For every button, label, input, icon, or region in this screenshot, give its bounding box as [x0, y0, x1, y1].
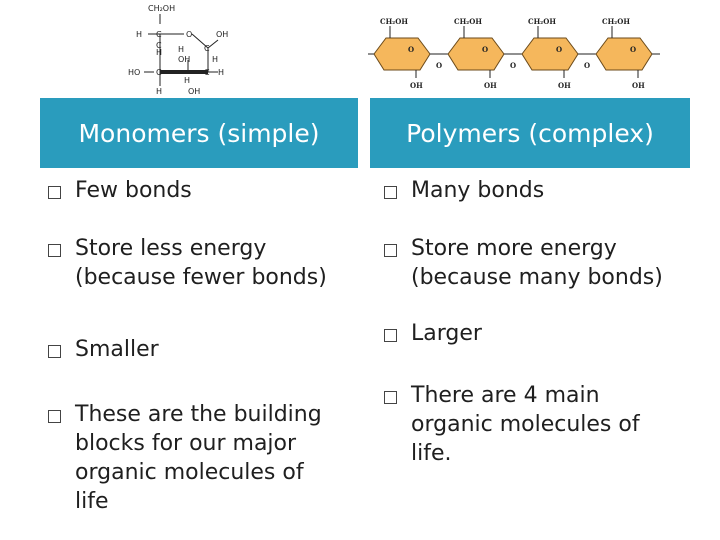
ring-top-label: CH₂OH	[454, 17, 482, 26]
checkbox-bullet-icon	[48, 244, 61, 257]
checkbox-bullet-icon	[48, 345, 61, 358]
monomers-header-text: Monomers (simple)	[78, 118, 320, 148]
glucose-label: O	[186, 30, 192, 39]
ring-top-label: CH₂OH	[528, 17, 556, 26]
list-item: Store less energy (because fewer bonds)	[48, 234, 348, 292]
sugar-ring	[521, 37, 579, 71]
ring-bottom-label: OH	[410, 81, 423, 90]
glucose-label: H	[136, 30, 142, 39]
glucose-label: C	[156, 41, 162, 50]
ring-top-label: CH₂OH	[380, 17, 408, 26]
polymers-header: Polymers (complex)	[370, 98, 690, 168]
list-item: Store more energy (because many bonds)	[384, 234, 684, 292]
list-item: Few bonds	[48, 176, 192, 205]
glucose-label: HO	[128, 68, 140, 77]
checkbox-bullet-icon	[384, 391, 397, 404]
glucose-label: C	[156, 68, 162, 77]
list-item: There are 4 main organic molecules of li…	[384, 381, 674, 468]
checkbox-bullet-icon	[384, 244, 397, 257]
glucose-label: H	[184, 76, 190, 85]
sugar-ring	[373, 37, 431, 71]
glucose-label: C	[204, 68, 210, 77]
list-item: Larger	[384, 319, 482, 348]
list-item: These are the building blocks for our ma…	[48, 400, 340, 516]
glucose-label: CH₂OH	[148, 4, 175, 13]
list-item: Smaller	[48, 335, 159, 364]
ring-bottom-label: OH	[632, 81, 645, 90]
ring-oxygen-label: O	[482, 45, 488, 54]
glucose-label: H	[178, 45, 184, 54]
glucose-label: H	[212, 55, 218, 64]
glucose-structure-diagram: CH₂OH O H C C H OH H C H OH HO C C H H O…	[128, 4, 228, 96]
glucose-label: C	[204, 44, 210, 53]
ring-bottom-label: OH	[484, 81, 497, 90]
ring-oxygen-label: O	[408, 45, 414, 54]
ring-top-label: CH₂OH	[602, 17, 630, 26]
glucose-label: H	[156, 48, 162, 57]
link-oxygen-label: O	[436, 61, 442, 70]
checkbox-bullet-icon	[384, 329, 397, 342]
polysaccharide-chain-diagram: CH₂OH O OH O CH₂OH O OH O CH₂OH O OH O CH₂OH O OH	[368, 17, 660, 90]
polymers-header-text: Polymers (complex)	[406, 118, 654, 148]
sugar-ring	[595, 37, 653, 71]
glucose-label: OH	[178, 55, 190, 64]
ring-oxygen-label: O	[556, 45, 562, 54]
ring-bottom-label: OH	[558, 81, 571, 90]
glucose-label: H	[156, 87, 162, 96]
checkbox-bullet-icon	[48, 410, 61, 423]
glucose-label: OH	[188, 87, 200, 96]
checkbox-bullet-icon	[48, 186, 61, 199]
ring-oxygen-label: O	[630, 45, 636, 54]
link-oxygen-label: O	[584, 61, 590, 70]
glucose-label: OH	[216, 30, 228, 39]
checkbox-bullet-icon	[384, 186, 397, 199]
link-oxygen-label: O	[510, 61, 516, 70]
monomers-header: Monomers (simple)	[40, 98, 358, 168]
glucose-label: H	[218, 68, 224, 77]
sugar-ring	[447, 37, 505, 71]
glucose-label: C	[156, 30, 162, 39]
list-item: Many bonds	[384, 176, 544, 205]
